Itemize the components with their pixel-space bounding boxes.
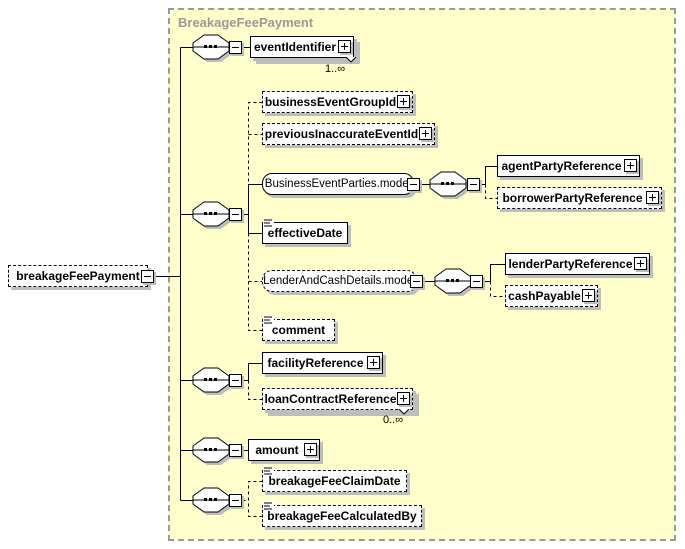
expand-icon[interactable] xyxy=(304,443,317,456)
element-label: agentPartyReference xyxy=(501,159,622,173)
collapse-icon[interactable] xyxy=(467,178,480,191)
element-box-comment[interactable]: comment xyxy=(262,315,335,341)
element-box-cashPayable[interactable]: cashPayable xyxy=(505,285,598,307)
element-label: eventIdentifier xyxy=(253,40,337,54)
element-label: amount xyxy=(255,443,299,457)
repeat-notch-icon xyxy=(398,409,410,415)
model-group-box-LenderAndCashDetails[interactable]: LenderAndCashDetails.model xyxy=(262,270,423,292)
sequence-connector[interactable] xyxy=(191,364,233,396)
simple-content-icon xyxy=(263,315,274,325)
model-group-label: LenderAndCashDetails.model xyxy=(263,275,416,287)
collapse-icon[interactable] xyxy=(229,208,242,221)
element-box-amount[interactable]: amount xyxy=(248,439,320,461)
sequence-connector[interactable] xyxy=(428,168,470,200)
sequence-connector[interactable] xyxy=(191,31,233,63)
element-box-businessEventGroupId[interactable]: businessEventGroupId xyxy=(262,91,413,113)
element-label: borrowerPartyReference xyxy=(502,191,643,205)
sequence-connector[interactable] xyxy=(433,265,475,297)
element-box-facilityReference[interactable]: facilityReference xyxy=(262,352,383,374)
element-label: loanContractReference xyxy=(264,392,397,406)
expand-icon[interactable] xyxy=(367,356,380,369)
collapse-icon[interactable] xyxy=(229,444,242,457)
occurrence-label: 0..∞ xyxy=(383,414,404,426)
expand-icon[interactable] xyxy=(582,289,595,302)
element-label: effectiveDate xyxy=(267,226,343,240)
element-label: lenderPartyReference xyxy=(508,257,633,271)
occurrence-label: 1..∞ xyxy=(325,63,346,75)
element-label: breakageFeePayment xyxy=(16,269,140,283)
root-element-box-breakageFeePayment[interactable]: breakageFeePayment xyxy=(8,265,154,287)
simple-content-icon xyxy=(263,466,274,476)
element-box-effectiveDate[interactable]: effectiveDate xyxy=(262,218,348,244)
collapse-icon[interactable] xyxy=(229,41,242,54)
element-box-agentPartyReference[interactable]: agentPartyReference xyxy=(497,155,640,177)
element-box-borrowerPartyReference[interactable]: borrowerPartyReference xyxy=(497,187,662,209)
collapse-icon[interactable] xyxy=(407,178,420,191)
repeat-notch-icon xyxy=(345,57,357,63)
sequence-connector[interactable] xyxy=(191,434,233,466)
element-label: cashPayable xyxy=(508,289,581,303)
collapse-icon[interactable] xyxy=(410,275,423,288)
collapse-icon[interactable] xyxy=(229,374,242,387)
sequence-connector[interactable] xyxy=(191,484,233,516)
expand-icon[interactable] xyxy=(419,127,432,140)
element-box-previousInaccurateEventId[interactable]: previousInaccurateEventId xyxy=(262,123,435,145)
expand-icon[interactable] xyxy=(624,159,637,172)
element-label: businessEventGroupId xyxy=(264,95,397,109)
expand-icon[interactable] xyxy=(338,40,351,53)
expand-icon[interactable] xyxy=(646,191,659,204)
element-label: comment xyxy=(271,323,326,337)
element-box-eventIdentifier[interactable]: eventIdentifier xyxy=(250,36,354,58)
element-box-lenderPartyReference[interactable]: lenderPartyReference xyxy=(505,253,650,275)
element-label: breakageFeeClaimDate xyxy=(268,474,401,488)
element-label: breakageFeeCalculatedBy xyxy=(267,509,417,523)
expand-icon[interactable] xyxy=(397,392,410,405)
simple-content-icon xyxy=(263,218,274,228)
collapse-icon[interactable] xyxy=(470,275,483,288)
simple-content-icon xyxy=(263,501,274,511)
collapse-icon[interactable] xyxy=(141,270,154,283)
container-title: BreakageFeePayment xyxy=(178,15,314,30)
expand-icon[interactable] xyxy=(397,95,410,108)
collapse-icon[interactable] xyxy=(229,494,242,507)
element-box-loanContractReference[interactable]: loanContractReference xyxy=(262,388,413,410)
expand-icon[interactable] xyxy=(634,257,647,270)
element-box-breakageFeeClaimDate[interactable]: breakageFeeClaimDate xyxy=(262,466,407,492)
element-box-breakageFeeCalculatedBy[interactable]: breakageFeeCalculatedBy xyxy=(262,501,422,527)
model-group-label: BusinessEventParties.model xyxy=(264,178,412,190)
model-group-box-BusinessEventParties[interactable]: BusinessEventParties.model xyxy=(262,173,420,195)
element-label: previousInaccurateEventId xyxy=(264,127,419,141)
element-label: facilityReference xyxy=(267,356,364,370)
sequence-connector[interactable] xyxy=(191,198,233,230)
